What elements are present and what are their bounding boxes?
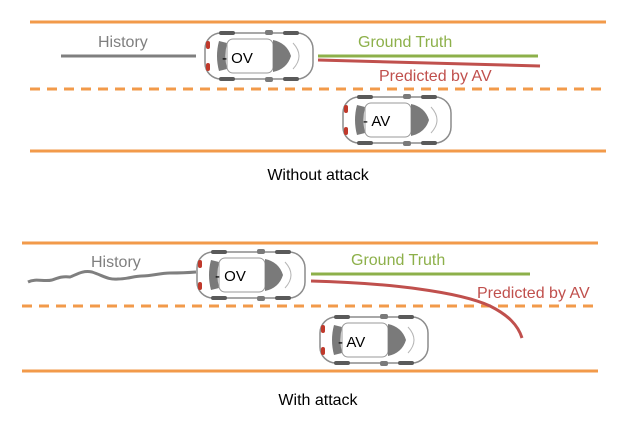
predicted-label: Predicted by AV bbox=[477, 285, 590, 302]
predicted-trajectory bbox=[310, 279, 524, 339]
ov-car-label: - OV bbox=[222, 50, 253, 67]
av-car-label: - AV bbox=[363, 113, 390, 130]
history-label: History bbox=[91, 254, 141, 271]
history-label: History bbox=[98, 34, 148, 51]
ground-truth-label: Ground Truth bbox=[351, 252, 445, 269]
ground-truth-label: Ground Truth bbox=[358, 34, 452, 51]
panel-caption: With attack bbox=[278, 392, 358, 409]
predicted-label: Predicted by AV bbox=[379, 68, 492, 85]
panel-without-attack: History Ground Truth Predicted by AV - O… bbox=[30, 20, 606, 184]
predicted-trajectory bbox=[317, 58, 541, 68]
ov-car: - OV bbox=[196, 248, 306, 302]
av-car: - AV bbox=[319, 313, 429, 367]
panel-with-attack: History Ground Truth Predicted by AV - O… bbox=[22, 241, 598, 409]
av-car-label: - AV bbox=[338, 334, 365, 351]
av-car: - AV bbox=[342, 93, 452, 147]
ov-car: - OV bbox=[204, 29, 314, 83]
history-trajectory bbox=[27, 270, 197, 284]
panel-caption: Without attack bbox=[267, 167, 369, 184]
ov-car-label: - OV bbox=[215, 268, 246, 285]
